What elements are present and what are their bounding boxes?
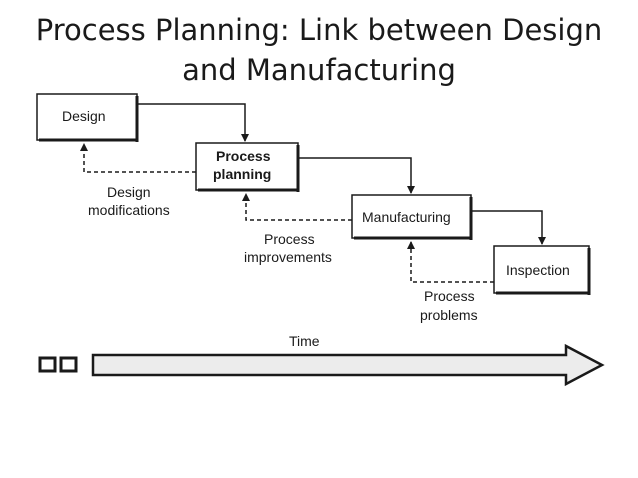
time-arrow — [91, 343, 605, 387]
forward-arrow-manufacturing-to-inspection — [471, 210, 546, 245]
process-improvements-label-line-2: improvements — [244, 249, 332, 265]
process-problems-label-line-2: problems — [420, 307, 478, 323]
process-planning-label-line-1: Process — [216, 148, 271, 164]
slide-title-line-2: and Manufacturing — [182, 53, 456, 87]
forward-arrow-design-to-planning — [137, 103, 249, 142]
time-label: Time — [289, 333, 320, 349]
inspection-box-label: Inspection — [506, 262, 570, 278]
feedback-arrow-process-improvements — [242, 193, 352, 221]
feedback-arrow-design-modifications — [80, 143, 196, 173]
time-square-2 — [59, 356, 78, 373]
process-planning-label-line-2: planning — [213, 166, 271, 182]
manufacturing-box: Manufacturing — [351, 194, 473, 240]
forward-arrow-planning-to-manufacturing — [298, 157, 415, 194]
process-improvements-label-line-1: Process — [264, 231, 315, 247]
slide-title-line-1: Process Planning: Link between Design — [35, 13, 603, 47]
process-planning-box: Process planning — [195, 142, 300, 192]
process-problems-label-line-1: Process — [424, 288, 475, 304]
design-box-label: Design — [62, 108, 106, 124]
feedback-arrow-process-problems — [407, 241, 494, 283]
slide-title: Process Planning: Link between Design an… — [0, 10, 638, 90]
design-modifications-label-line-1: Design — [107, 184, 151, 200]
design-box: Design — [36, 93, 139, 142]
manufacturing-box-label: Manufacturing — [362, 209, 451, 225]
time-square-1 — [38, 356, 57, 373]
time-squares — [38, 356, 78, 373]
design-modifications-label-line-2: modifications — [88, 202, 170, 218]
inspection-box: Inspection — [493, 245, 591, 295]
